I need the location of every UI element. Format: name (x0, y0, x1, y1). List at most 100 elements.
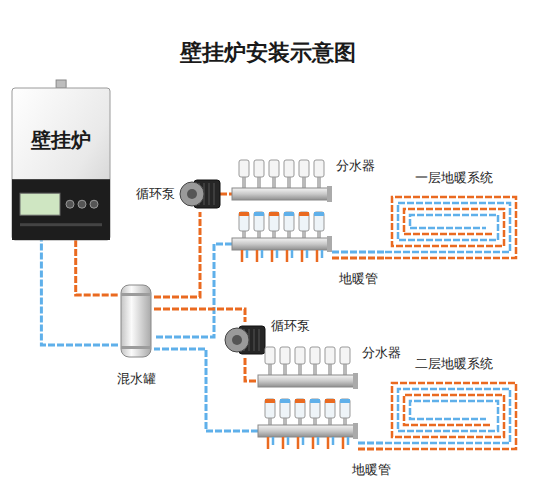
meter-top (254, 212, 264, 216)
loop-stub (347, 437, 350, 445)
node-shape (12, 88, 110, 240)
valve-stem (242, 176, 246, 188)
loop-stub (286, 250, 289, 262)
pipe-connector (154, 309, 245, 322)
motor-rib (259, 329, 260, 351)
loop-stub (301, 250, 304, 262)
motor-rib (214, 183, 215, 205)
bar-end (327, 236, 332, 252)
pipe-line (41, 240, 118, 345)
flow-meter (325, 399, 335, 418)
meter-top (284, 212, 294, 216)
pipe-line (76, 240, 118, 295)
node-shape (232, 158, 332, 264)
flue-pipe (56, 80, 66, 88)
loop-stub (276, 250, 279, 258)
node-shape (385, 376, 523, 456)
valve-stem (313, 363, 317, 375)
valve-cap (314, 160, 324, 177)
loop-stub (316, 250, 319, 262)
boiler-unit: 壁挂炉 (12, 88, 110, 240)
valve-stem (328, 363, 332, 375)
node-label: 分水器 (336, 158, 375, 174)
panel-button (66, 200, 74, 208)
loop-stub (306, 250, 309, 258)
coil-pipe (385, 383, 516, 449)
valve-cap (280, 347, 290, 364)
node-label: 循环泵 (271, 318, 310, 334)
meter-top (340, 399, 350, 403)
valve-cap (265, 347, 275, 364)
manifold-bar (232, 238, 328, 250)
control-panel (12, 179, 110, 240)
bar-end (353, 423, 358, 439)
loop-stub (287, 437, 290, 445)
pipe-line (358, 442, 385, 445)
diagram-title: 壁挂炉安装示意图 (0, 40, 535, 66)
meter-top (269, 212, 279, 216)
node-label: 二层地暖系统 (415, 356, 493, 372)
flow-meter (284, 212, 294, 231)
node-shape (258, 345, 358, 451)
flow-meter (239, 212, 249, 231)
loop-stub (302, 437, 305, 445)
circulation-pump: 循环泵 (225, 322, 265, 358)
loop-stub (272, 437, 275, 445)
node-shape (180, 176, 220, 212)
meter-top (299, 212, 309, 216)
valve-stem (317, 176, 321, 188)
motor-rib (254, 329, 255, 351)
pipe-connector (154, 349, 258, 431)
meter-top (265, 399, 275, 403)
valve-cap (299, 160, 309, 177)
mixing-tank: 混水罐 (118, 285, 154, 357)
meter-top (325, 399, 335, 403)
pump-hub (187, 189, 197, 199)
panel-button (90, 200, 98, 208)
valve-cap (325, 347, 335, 364)
node-shape (385, 190, 523, 265)
pipe-line (220, 193, 232, 196)
coil-pipe (385, 197, 516, 258)
pump-hub (232, 335, 242, 345)
manifold-bar (232, 188, 328, 200)
valve-stem (268, 363, 272, 375)
node-label: 一层地暖系统 (415, 170, 493, 186)
node-label: 循环泵 (136, 186, 175, 202)
bar-end (327, 186, 332, 202)
loop-stub (246, 250, 249, 258)
flow-meter (269, 212, 279, 231)
lcd-screen (20, 193, 60, 215)
loop-stub (282, 437, 285, 449)
pipe-line (245, 358, 258, 381)
valve-cap (295, 347, 305, 364)
loop-stub (332, 437, 335, 445)
node-shape (118, 285, 154, 357)
valve-stem (283, 363, 287, 375)
valve-cap (239, 160, 249, 177)
boiler-casing (12, 88, 110, 240)
pipe-line (154, 309, 245, 322)
pipe-line (332, 257, 385, 260)
pipe-connector (245, 358, 258, 381)
manifold-bar (258, 375, 354, 387)
meter-top (314, 212, 324, 216)
pipe-line (154, 212, 200, 297)
loop-stub (267, 437, 270, 449)
loop-stub (256, 250, 259, 262)
loop-stub (271, 250, 274, 262)
manifold-bar (258, 425, 354, 437)
valve-cap (284, 160, 294, 177)
meter-top (295, 399, 305, 403)
loop-stub (312, 437, 315, 449)
coil-pipe (385, 389, 510, 443)
circulation-pump: 循环泵 (180, 176, 220, 212)
pipe-line (358, 448, 385, 451)
motor-rib (209, 183, 210, 205)
pipe-connector (76, 240, 118, 295)
valve-cap (254, 160, 264, 177)
meter-top (280, 399, 290, 403)
node-label: 混水罐 (117, 371, 156, 387)
pipe-line (154, 349, 258, 431)
